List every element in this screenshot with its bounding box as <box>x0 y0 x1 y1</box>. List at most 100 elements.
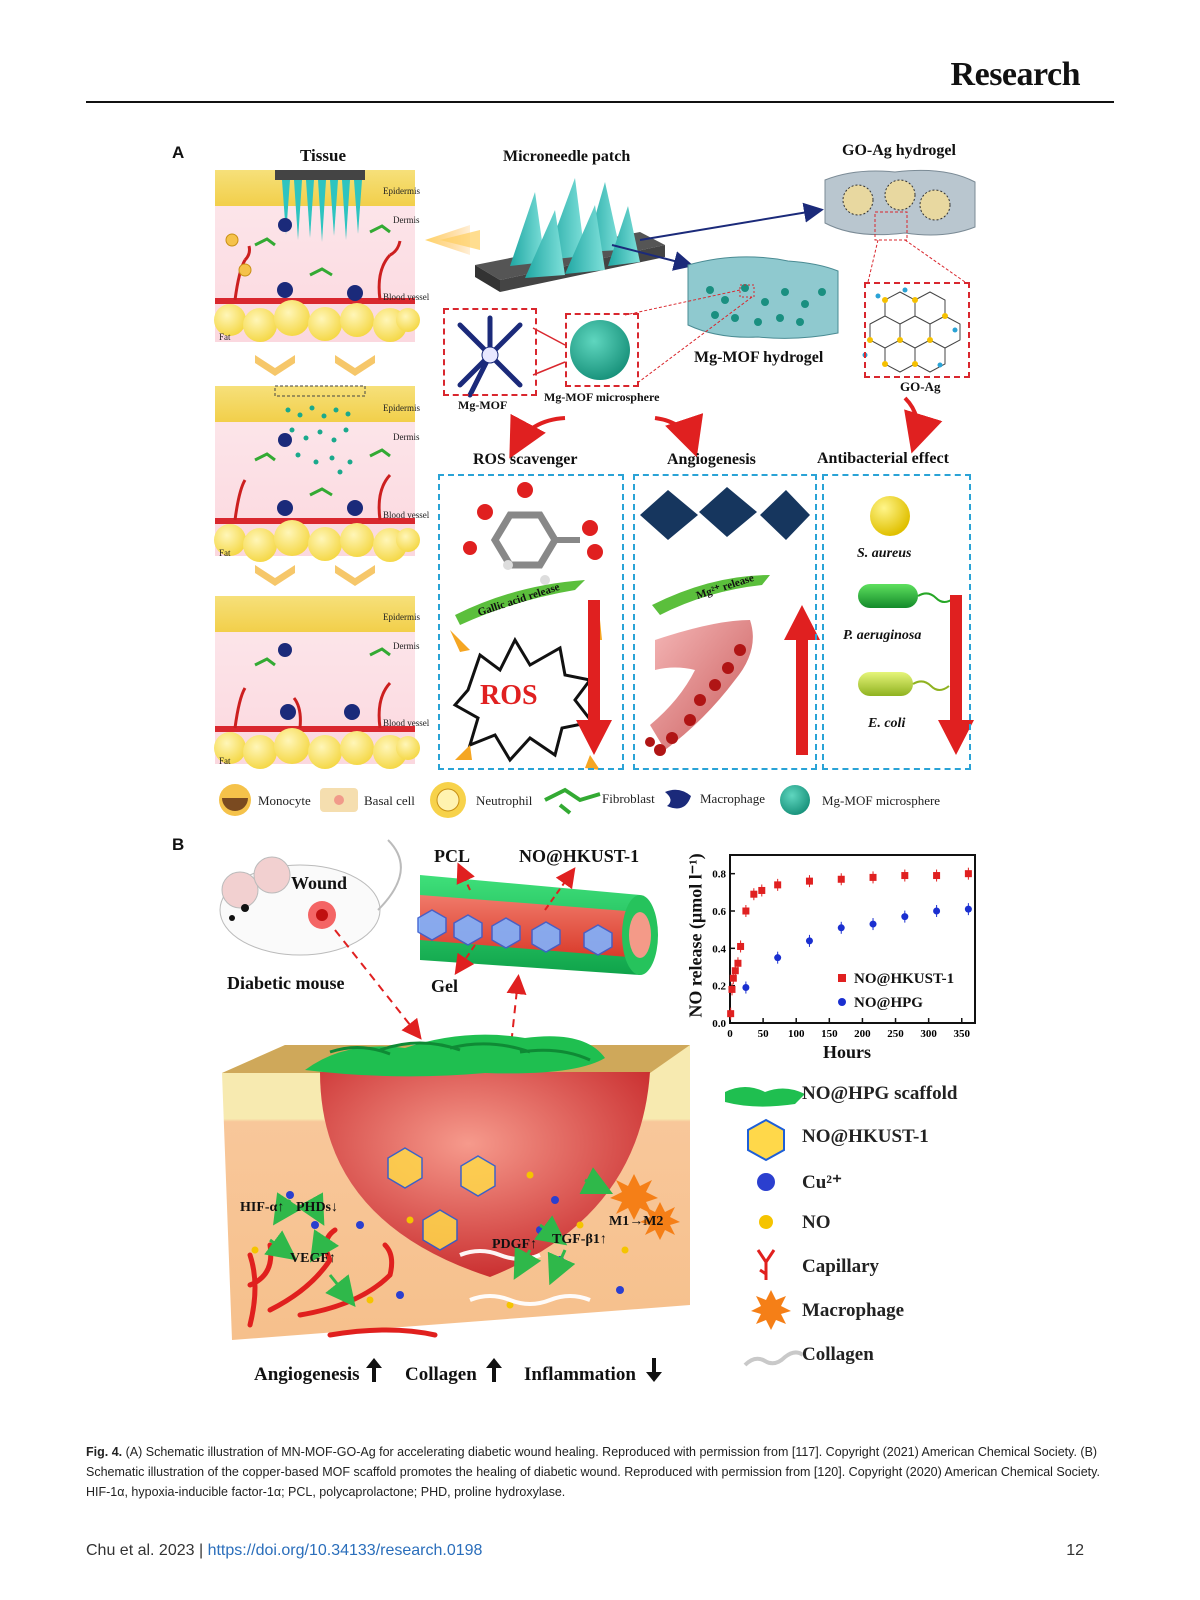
mgmof-crystal-box <box>443 308 537 396</box>
data-point <box>869 920 877 928</box>
y-tick-label: 0.8 <box>712 869 726 881</box>
x-tick-label: 100 <box>788 1028 805 1040</box>
data-point <box>737 942 745 950</box>
legend-macrophage-b: Macrophage <box>802 1300 905 1321</box>
data-point <box>728 985 736 993</box>
header-rule <box>86 101 1114 103</box>
outcome-inflammation: Inflammation <box>524 1364 636 1385</box>
panel-b-letter: B <box>172 835 185 854</box>
s-aureus-label: S. aureus <box>857 546 912 561</box>
mg-crystals <box>640 487 810 540</box>
legend-macrophage: Macrophage <box>700 791 765 806</box>
ros-text: ROS <box>480 680 538 711</box>
x-tick-label: 250 <box>887 1028 904 1040</box>
panel-a-letter: A <box>172 143 185 162</box>
label-fat-2: Fat <box>219 548 231 558</box>
p-aeruginosa-cell <box>858 584 955 608</box>
p-aeruginosa-label: P. aeruginosa <box>843 628 922 643</box>
hif-label: HIF-α↑ <box>240 1200 285 1215</box>
x-tick-label: 200 <box>854 1028 871 1040</box>
data-point <box>805 877 813 885</box>
label-epidermis-1: Epidermis <box>383 186 420 196</box>
figure-caption: Fig. 4. (A) Schematic illustration of MN… <box>86 1442 1116 1502</box>
tissue-block-3 <box>214 596 420 769</box>
data-point <box>729 974 737 982</box>
no-hkust-top-label: NO@HKUST-1 <box>519 846 640 866</box>
angiogenesis-box <box>633 474 817 770</box>
data-point <box>964 870 972 878</box>
label-blood-vessel-2: Blood vessel <box>383 510 430 520</box>
legend-label: NO@HPG <box>854 995 923 1011</box>
legend-cu: Cu²⁺ <box>802 1172 843 1193</box>
y-tick-label: 0.0 <box>712 1018 726 1030</box>
legend-neutrophil: Neutrophil <box>476 793 533 808</box>
mgmof-crystal <box>457 315 523 398</box>
angiogenesis-title: Angiogenesis <box>667 451 756 468</box>
ros-scavenger-title: ROS scavenger <box>473 451 578 468</box>
legend-marker <box>838 974 846 982</box>
data-point <box>869 873 877 881</box>
mgmof-hydrogel <box>687 256 839 339</box>
phds-label: PHDs↓ <box>296 1200 338 1215</box>
data-point <box>837 924 845 932</box>
label-fat-3: Fat <box>219 756 231 766</box>
doi-link[interactable]: https://doi.org/10.34133/research.0198 <box>207 1542 483 1559</box>
data-point <box>774 954 782 962</box>
mgmof-microsphere-label: Mg-MOF microsphere <box>544 390 660 404</box>
bacteria-down-arrow <box>938 595 974 755</box>
pdgf-label: PDGF↑ <box>492 1237 538 1252</box>
diabetic-mouse-label: Diabetic mouse <box>227 973 345 993</box>
goag-label: GO-Ag <box>900 379 941 394</box>
caption-label: Fig. 4. <box>86 1445 123 1459</box>
e-coli-cell <box>858 672 950 696</box>
label-dermis-2: Dermis <box>393 432 420 442</box>
legend-mgmof-microsphere: Mg-MOF microsphere <box>822 793 941 808</box>
data-point <box>734 959 742 967</box>
footer-citation: Chu et al. 2023 | <box>86 1542 208 1559</box>
microneedle-patch <box>475 178 665 292</box>
goag-lattice-box <box>864 282 970 378</box>
ros-box <box>438 474 624 770</box>
legend-label: NO@HKUST-1 <box>854 971 954 987</box>
diabetic-mouse <box>219 839 402 956</box>
gallic-acid-molecule <box>463 482 603 585</box>
angio-up-arrow <box>784 605 820 755</box>
legend-basal-cell: Basal cell <box>364 793 415 808</box>
data-point <box>805 937 813 945</box>
goag-lattice <box>862 287 961 373</box>
data-point <box>742 907 750 915</box>
outcome-collagen: Collagen <box>405 1364 477 1385</box>
mgmof-hydrogel-title: Mg-MOF hydrogel <box>694 349 824 366</box>
data-point <box>750 890 758 898</box>
tgf-label: TGF-β1↑ <box>552 1232 607 1247</box>
outcome-angiogenesis: Angiogenesis <box>254 1364 360 1385</box>
data-point <box>933 907 941 915</box>
legend-no: NO <box>802 1212 831 1233</box>
label-epidermis-3: Epidermis <box>383 612 420 622</box>
label-blood-vessel-3: Blood vessel <box>383 718 430 728</box>
microsphere-box <box>565 313 639 387</box>
blood-vessel <box>645 620 753 756</box>
m1m2-label: M1→M2 <box>609 1214 664 1229</box>
pcl-label: PCL <box>434 846 470 866</box>
tissue-block-1 <box>214 170 420 342</box>
fiber-tube <box>417 875 658 975</box>
panel-b-art <box>219 839 805 1382</box>
journal-title: Research <box>950 56 1081 93</box>
goag-hydrogel-title: GO-Ag hydrogel <box>842 142 956 159</box>
caption-text: (A) Schematic illustration of MN-MOF-GO-… <box>86 1445 1100 1499</box>
y-tick-label: 0.2 <box>712 981 726 993</box>
antibacterial-box <box>822 474 971 770</box>
antibacterial-title: Antibacterial effect <box>817 450 949 467</box>
footer-citation-block: Chu et al. 2023 | https://doi.org/10.341… <box>86 1542 482 1560</box>
legend-monocyte: Monocyte <box>258 793 311 808</box>
data-point <box>727 1010 735 1018</box>
data-point <box>731 967 739 975</box>
chart-ylabel: NO release (μmol l⁻¹) <box>685 853 706 1018</box>
figure-4: A B Tissue <box>172 142 976 1385</box>
data-point <box>964 905 972 913</box>
label-epidermis-2: Epidermis <box>383 403 420 413</box>
x-tick-label: 300 <box>920 1028 937 1040</box>
x-tick-label: 350 <box>954 1028 971 1040</box>
